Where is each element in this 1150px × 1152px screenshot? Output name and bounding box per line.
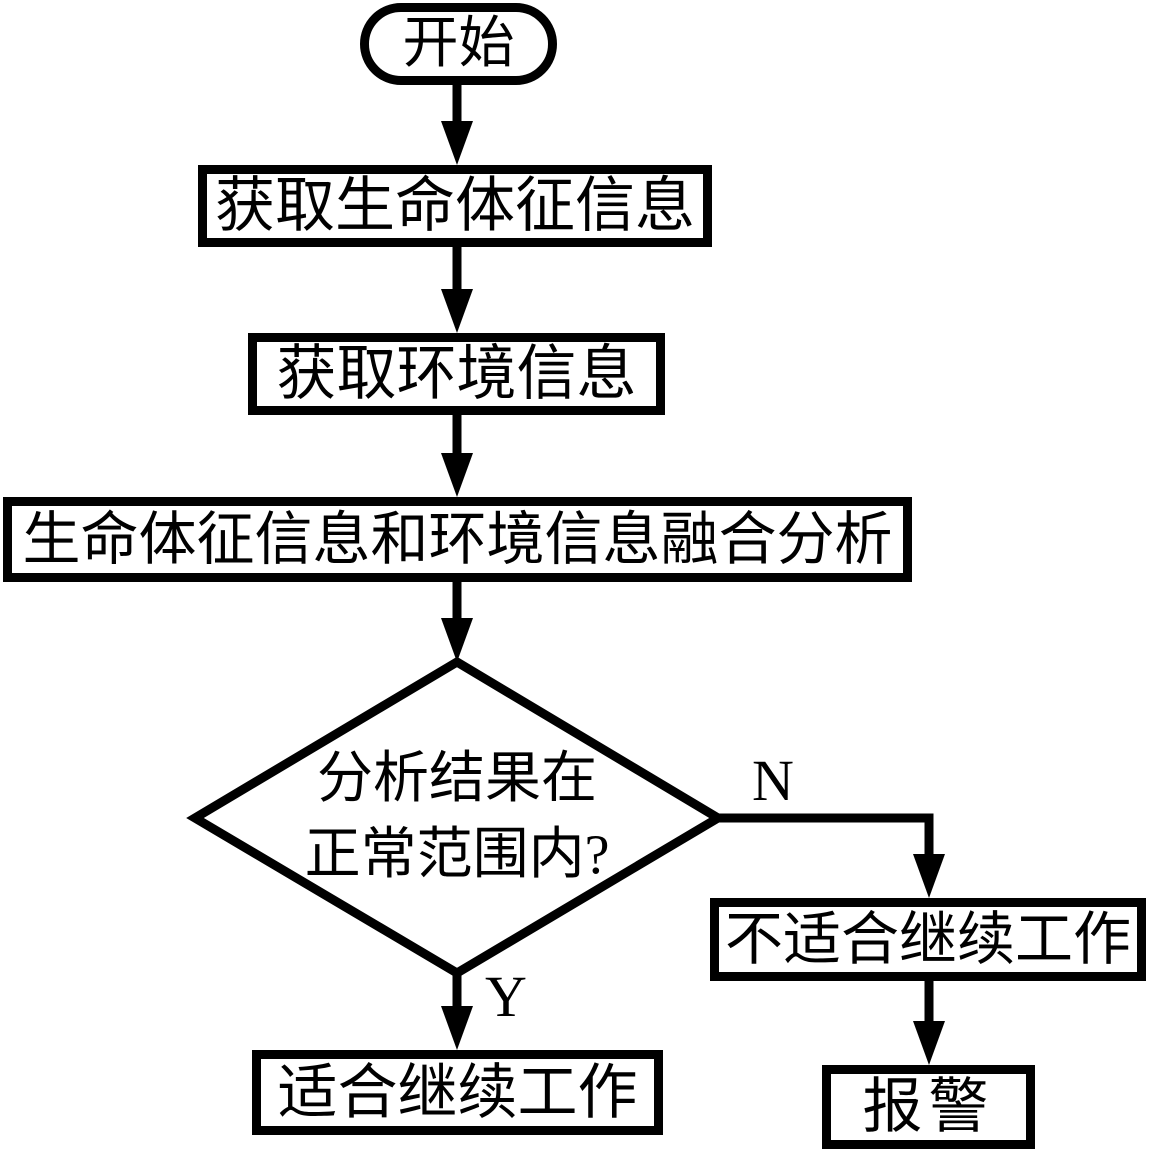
arrowhead-decision-to-fit	[441, 1006, 473, 1050]
node-alarm-label: 报警	[862, 1074, 995, 1140]
decision-node-label: 分析结果在 正常范围内?	[257, 735, 657, 901]
arrowhead-decision-to-unfit	[913, 854, 945, 898]
arrowhead-start-to-vitals	[441, 121, 473, 165]
arrowhead-vitals-to-env	[441, 289, 473, 333]
arrowhead-env-to-fusion	[441, 453, 473, 497]
decision-label-line2: 正常范围内?	[304, 824, 610, 886]
node-start: 开始	[360, 3, 557, 85]
node-acquire-environment: 获取环境信息	[248, 333, 665, 415]
node-acquire-vitals-label: 获取生命体征信息	[215, 173, 695, 239]
node-fusion-analysis: 生命体征信息和环境信息融合分析	[3, 497, 912, 582]
node-unfit-to-continue-label: 不适合继续工作	[724, 906, 1131, 972]
node-start-label: 开始	[402, 13, 515, 75]
decision-label-line1: 分析结果在	[317, 748, 597, 811]
arrowhead-fusion-to-decision	[441, 618, 473, 662]
branch-label-yes: Y	[485, 964, 527, 1029]
node-fit-to-continue: 适合继续工作	[252, 1050, 663, 1135]
node-acquire-environment-label: 获取环境信息	[276, 341, 637, 407]
node-fit-to-continue-label: 适合继续工作	[277, 1059, 638, 1126]
arrowhead-unfit-to-alarm	[913, 1021, 945, 1065]
branch-label-no: N	[752, 748, 794, 813]
node-acquire-vitals: 获取生命体征信息	[198, 165, 712, 247]
node-unfit-to-continue: 不适合继续工作	[710, 898, 1146, 981]
node-fusion-analysis-label: 生命体征信息和环境信息融合分析	[22, 506, 893, 572]
node-alarm: 报警	[822, 1065, 1035, 1149]
arrow-decision-to-unfit-line	[718, 813, 934, 858]
